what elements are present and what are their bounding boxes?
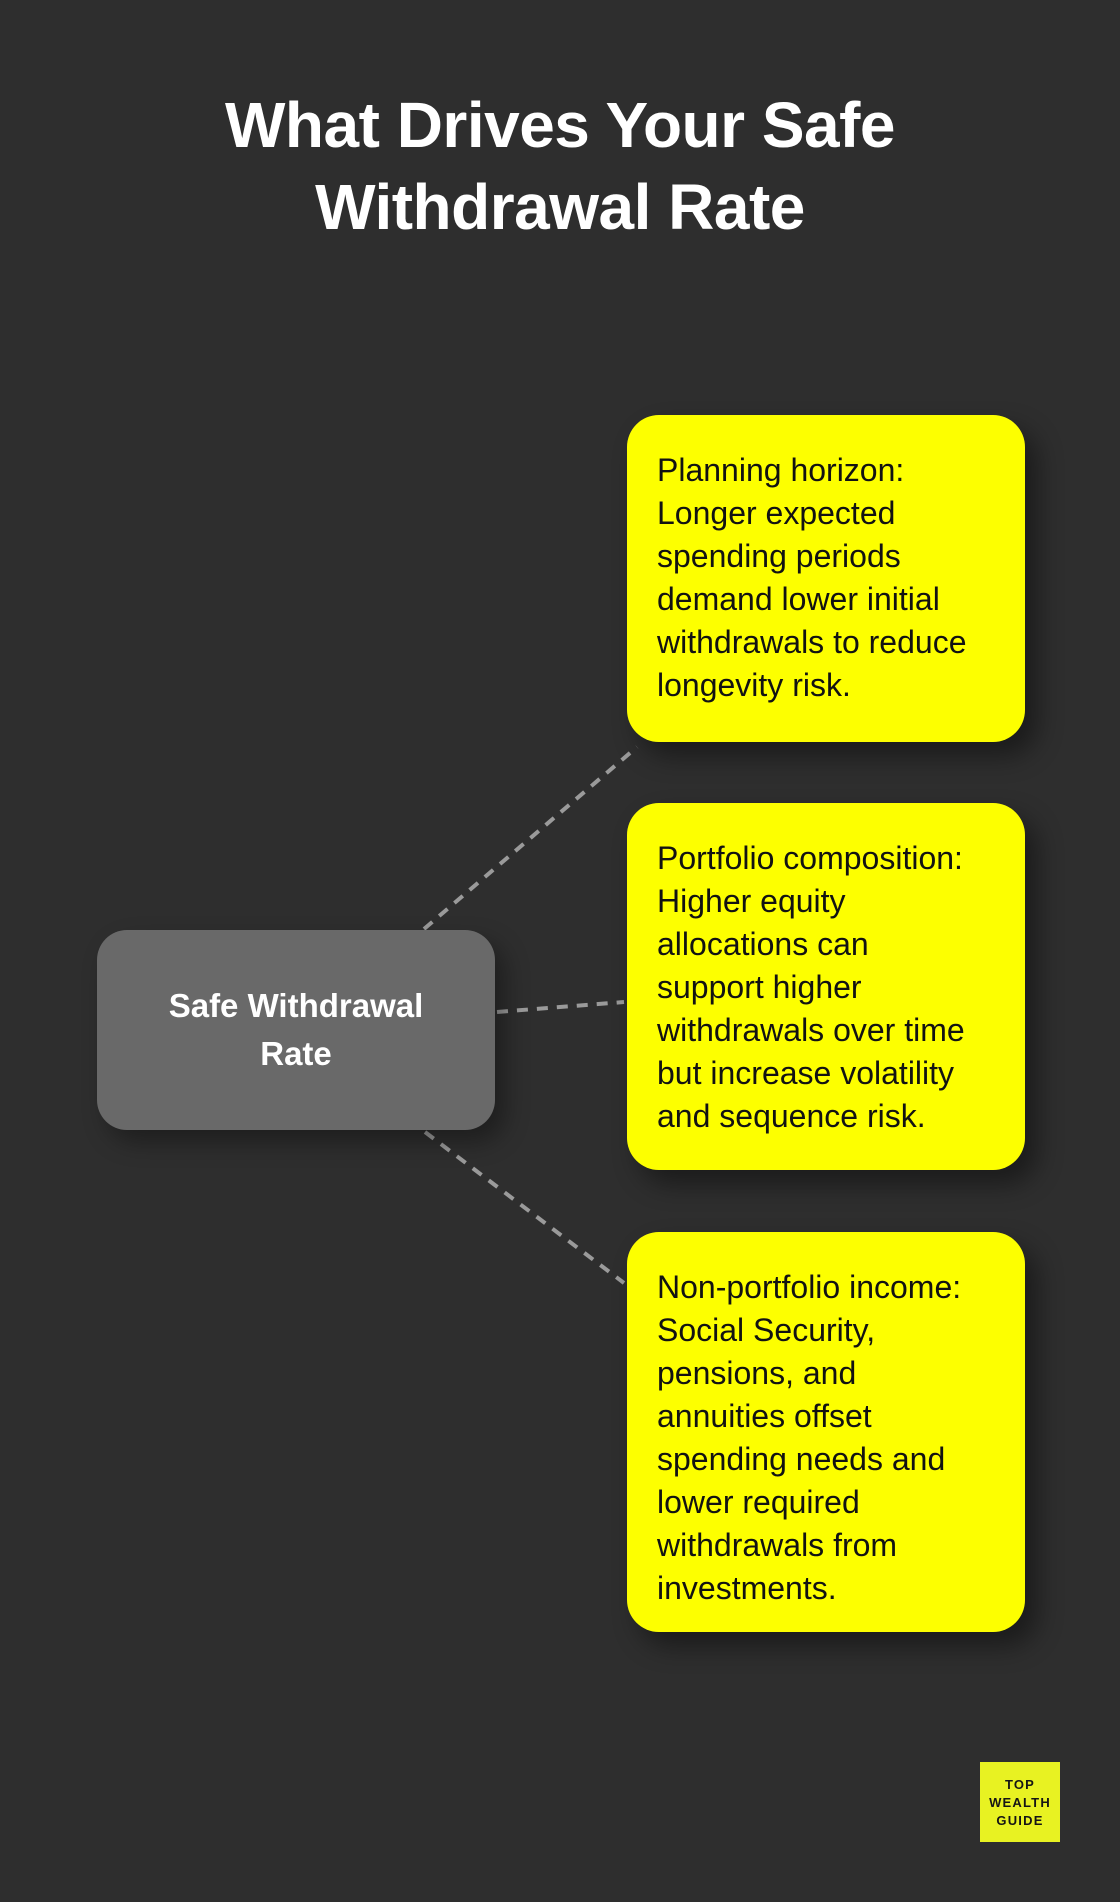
- brand-logo: TOP WEALTH GUIDE: [980, 1762, 1060, 1842]
- brand-logo-line-top: TOP: [1004, 1776, 1036, 1792]
- brand-logo-line-guide: GUIDE: [996, 1812, 1044, 1828]
- connector-line-portfolio-composition: [496, 1000, 625, 1014]
- page-title: What Drives Your Safe Withdrawal Rate: [225, 89, 896, 243]
- connector-line-non-portfolio-income: [423, 1130, 626, 1285]
- center-node-safe-withdrawal-rate: Safe Withdrawal Rate: [97, 930, 495, 1130]
- brand-logo-line-wealth: WEALTH: [989, 1794, 1051, 1810]
- factor-card-portfolio-composition: Portfolio composition: Higher equity all…: [627, 803, 1025, 1170]
- connector-line-planning-horizon: [422, 745, 639, 931]
- factor-card-non-portfolio-income: Non-portfolio income: Social Security, p…: [627, 1232, 1025, 1632]
- factor-card-planning-horizon: Planning horizon: Longer expected spendi…: [627, 415, 1025, 742]
